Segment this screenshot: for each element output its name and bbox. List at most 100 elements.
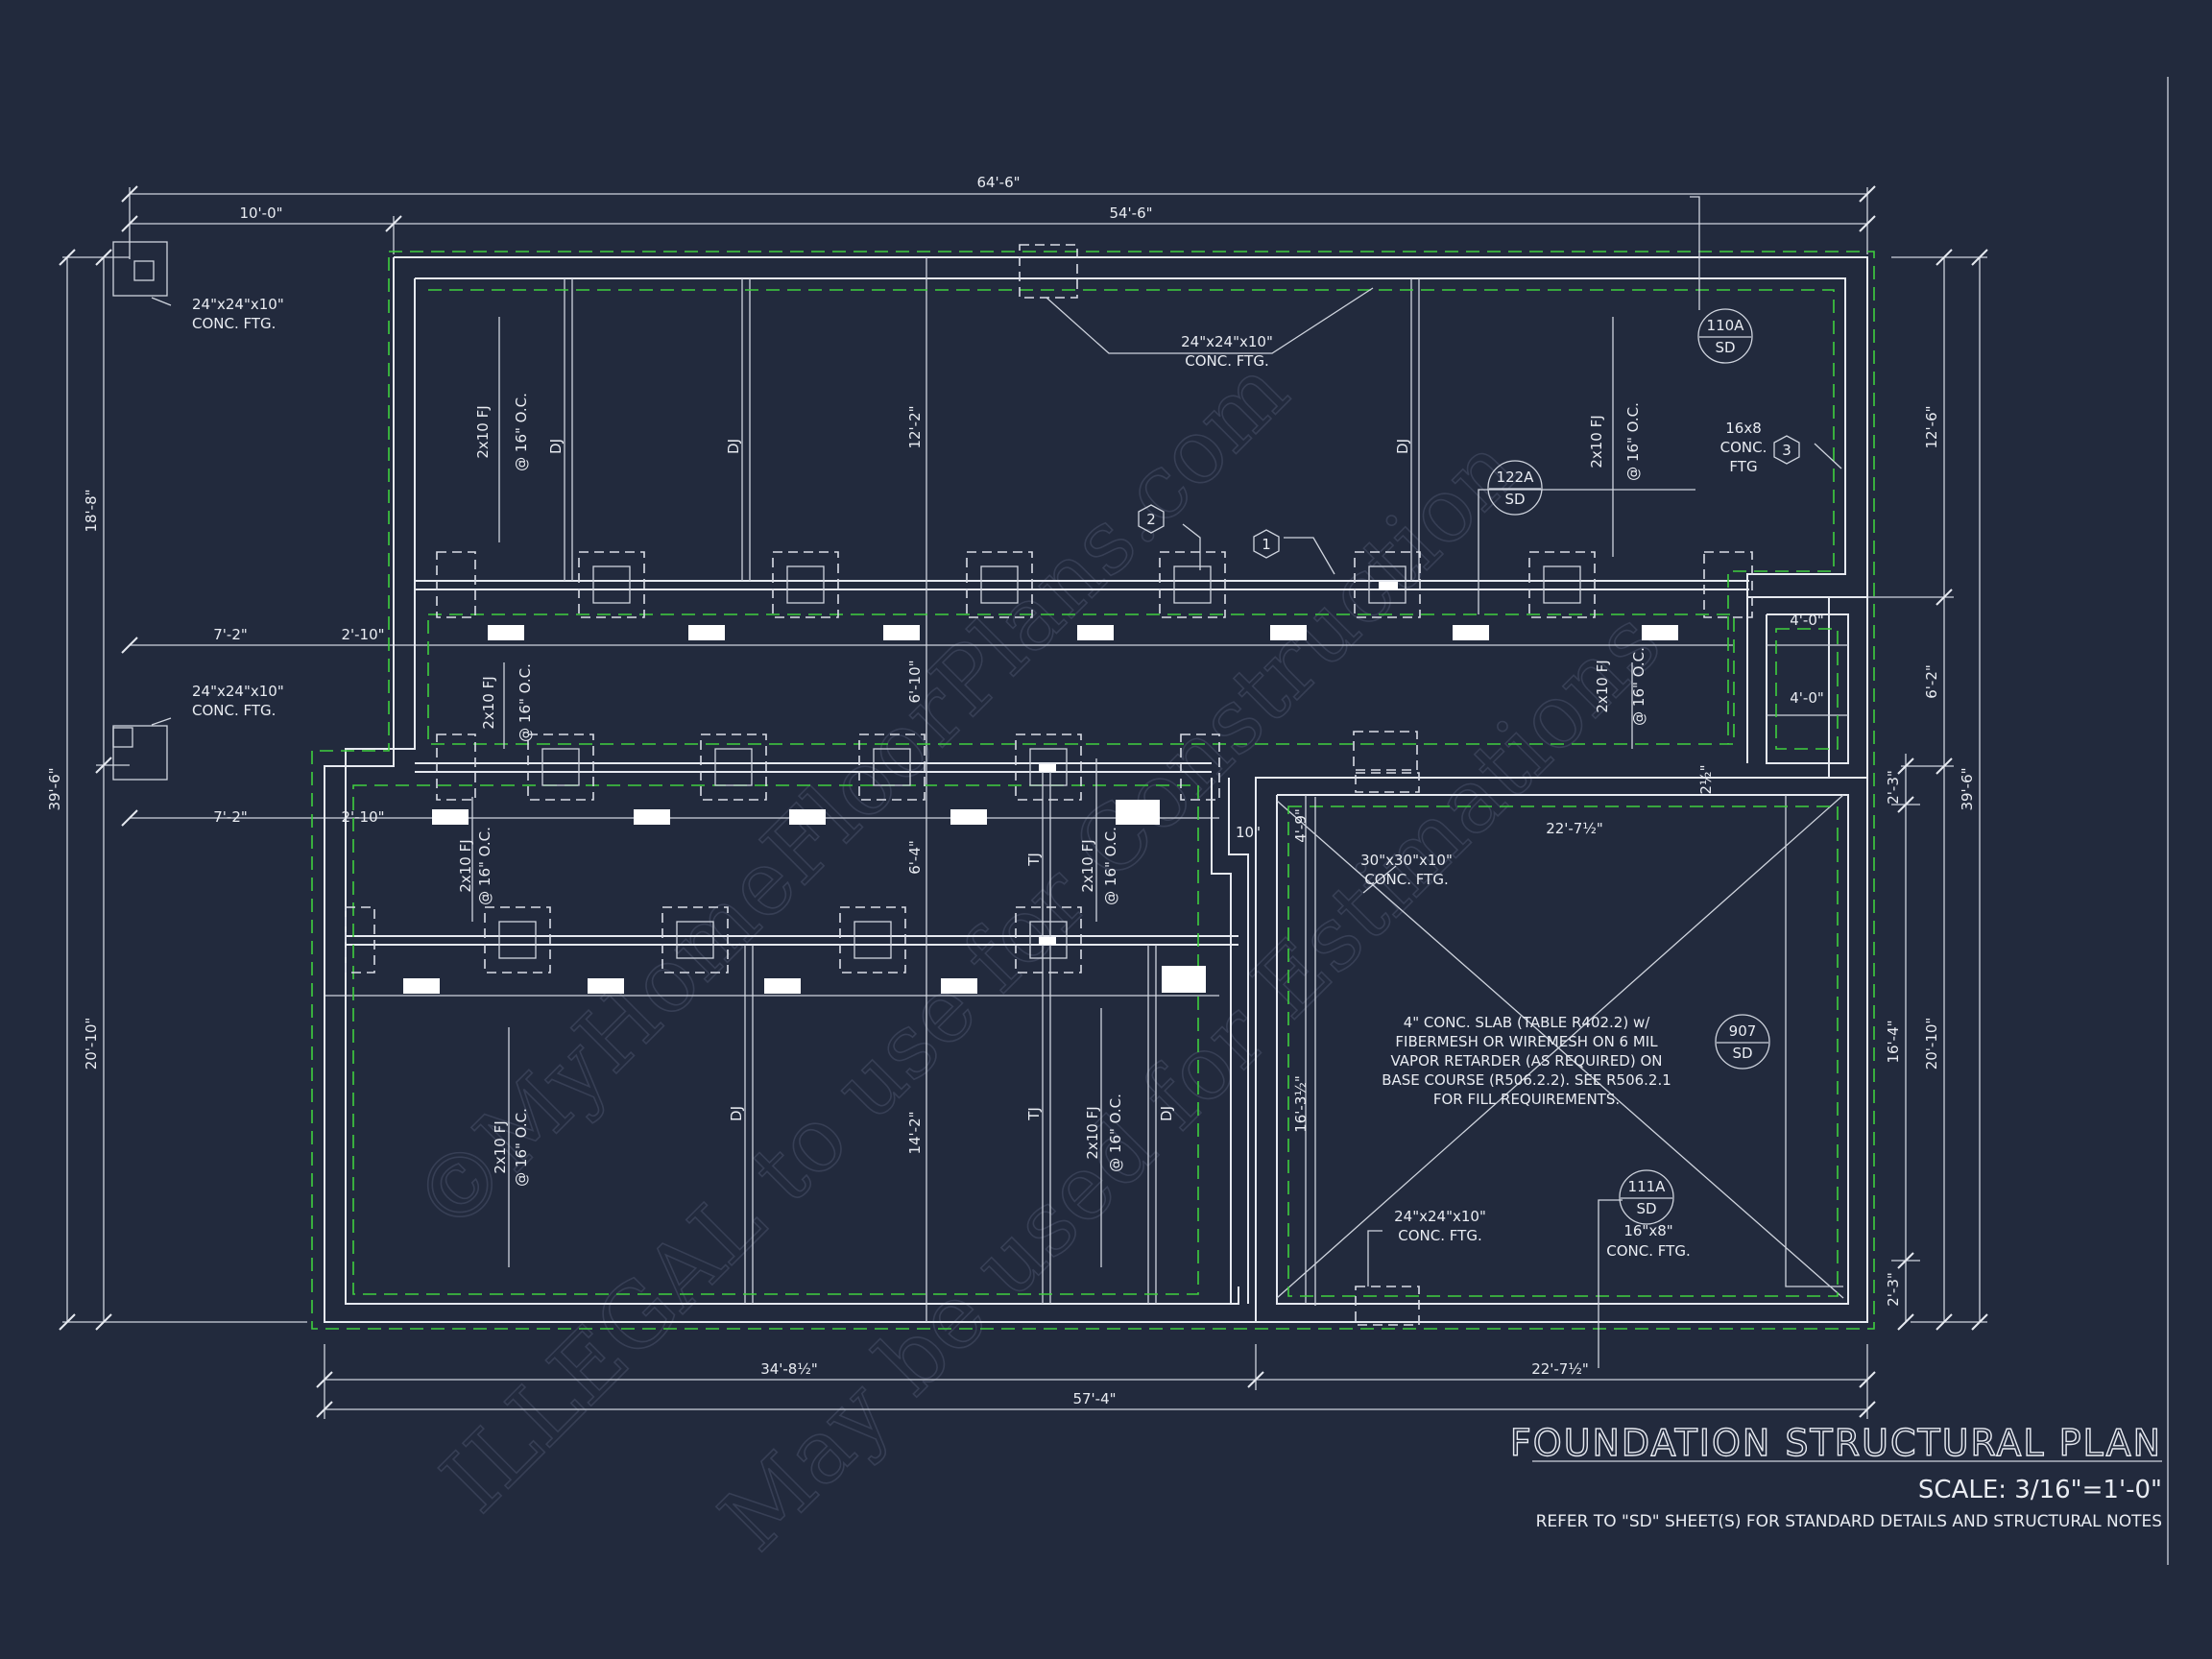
dim-row1-b: 2'-10" [341,626,384,643]
oc-label-3: @ 16" O.C. [517,663,534,742]
dim-right-mid: 6'-2" [1923,664,1940,699]
dim-garage-depth: 16'-3½" [1292,1075,1310,1133]
slab-note-4: BASE COURSE (R506.2.2). SEE R506.2.1 [1382,1071,1671,1089]
dim-left-upper: 18'-8" [83,489,100,532]
dim-right-small-top: 2'-3" [1885,770,1902,805]
dim-left-overall: 39'-6" [46,767,63,810]
svg-text:SD: SD [1636,1200,1656,1217]
oc-label-2: @ 16" O.C. [1624,402,1642,481]
ftg-label-3b: CONC. FTG. [1185,352,1268,370]
fj-label-8: 2x10 FJ [1084,1106,1101,1159]
dim-offset-2-5: 2½" [1697,765,1715,795]
dim-garage-width: 22'-7½" [1546,820,1603,837]
ftg-label-5: 24"x24"x10" [1394,1208,1486,1225]
slab-note-3: VAPOR RETARDER (AS REQUIRED) ON [1390,1052,1662,1070]
dj-label-2: DJ [725,439,742,454]
beam-tags [403,582,1678,994]
svg-text:SD: SD [1504,491,1525,508]
dj-label-4: DJ [728,1106,745,1121]
callout-110a: 110A SD [1697,308,1753,364]
footing-outlines [311,251,1875,1330]
dj-label-1: DJ [547,439,565,454]
sheet-title: FOUNDATION STRUCTURAL PLAN [1510,1422,2162,1464]
dim-bottom-left: 34'-8½" [760,1360,818,1378]
oc-label-4: @ 16" O.C. [1630,647,1647,726]
callout-111a: 111A SD [1619,1169,1674,1225]
dj-label-5: DJ [1158,1106,1175,1121]
dim-top-right: 54'-6" [1109,204,1152,222]
callout-122a: 122A SD [1487,460,1543,516]
ftg-label-3: 24"x24"x10" [1181,333,1273,350]
foundation-walls [324,256,1868,1323]
svg-text:1: 1 [1262,536,1271,553]
watermark: ©MyHomeFloorPlans.com ILLEGAL to use for… [393,339,1681,1572]
sheet-scale: SCALE: 3/16"=1'-0" [1918,1476,2162,1504]
dim-ht-12-2: 12'-2" [906,405,924,448]
slab-note-5: FOR FILL REQUIREMENTS. [1433,1091,1620,1108]
dim-right-lower: 20'-10" [1923,1018,1940,1070]
ftg-label-5b: CONC. FTG. [1398,1227,1481,1244]
ftg-label-1b: CONC. FTG. [192,315,276,332]
callouts: 110A SD 122A SD 907 SD 111A SD [1487,308,1770,1225]
ftg-label-7c: FTG [1729,458,1757,475]
dim-right-overall: 39'-6" [1959,767,1976,810]
ftg-label-4b: CONC. FTG. [1364,871,1448,888]
title-block: FOUNDATION STRUCTURAL PLAN SCALE: 3/16"=… [1509,1421,2162,1531]
dim-right-garage: 16'-4" [1885,1020,1902,1063]
svg-text:3: 3 [1782,442,1791,459]
dim-right-upper: 12'-6" [1923,405,1940,448]
fj-label-7: 2x10 FJ [492,1120,509,1173]
dj-label-3: DJ [1394,439,1411,454]
dim-overall-top: 64'-6" [976,174,1020,191]
dim-bay-a: 4'-0" [1790,612,1824,629]
ftg-label-7b: CONC. [1720,439,1767,456]
svg-text:SD: SD [1715,339,1735,356]
slab-note-2: FIBERMESH OR WIREMESH ON 6 MIL [1395,1033,1658,1050]
fj-label-3: 2x10 FJ [480,676,497,729]
fj-label-1: 2x10 FJ [474,405,492,458]
oc-label-7: @ 16" O.C. [513,1108,530,1187]
svg-text:2: 2 [1146,511,1156,528]
dim-top-left: 10'-0" [239,204,282,222]
dim-row1-a: 7'-2" [213,626,248,643]
fj-label-4: 2x10 FJ [1594,660,1611,712]
ftg-label-2b: CONC. FTG. [192,702,276,719]
oc-label-6: @ 16" O.C. [1102,827,1119,905]
oc-label-5: @ 16" O.C. [476,827,493,905]
dim-left-lower: 20'-10" [83,1018,100,1070]
span-arrows [471,317,1633,1306]
ftg-label-1: 24"x24"x10" [192,296,284,313]
labels: 24"x24"x10" CONC. FTG. 24"x24"x10" CONC.… [192,296,1767,1260]
slab-note-1: 4" CONC. SLAB (TABLE R402.2) w/ [1404,1014,1651,1031]
watermark-line-2: ILLEGAL to use for Construction [422,417,1537,1531]
ftg-label-6: 16"x8" [1623,1222,1672,1239]
dim-ht-6-10: 6'-10" [906,660,924,703]
svg-text:SD: SD [1732,1045,1752,1062]
svg-text:907: 907 [1729,1022,1757,1040]
hex-tags: 1 2 3 [1138,435,1800,559]
leader-lines [151,196,1842,1368]
tj-label-1: TJ [1025,853,1043,867]
ftg-label-2: 24"x24"x10" [192,683,284,700]
dim-bottom-overall: 57'-4" [1072,1390,1116,1407]
ftg-label-6b: CONC. FTG. [1606,1242,1690,1260]
svg-text:111A: 111A [1628,1178,1667,1195]
fj-label-6: 2x10 FJ [1079,839,1096,892]
dim-bottom-right: 22'-7½" [1531,1360,1589,1378]
dim-ht-6-4: 6'-4" [906,840,924,875]
dim-right-small-bottom: 2'-3" [1885,1272,1902,1307]
dimension-lines [59,185,1988,1419]
tj-label-2: TJ [1025,1107,1043,1121]
oc-label-1: @ 16" O.C. [513,393,530,471]
oc-label-8: @ 16" O.C. [1107,1094,1124,1172]
ftg-label-4: 30"x30"x10" [1360,852,1453,869]
svg-text:110A: 110A [1707,317,1745,334]
dim-ht-14-2: 14'-2" [906,1111,924,1154]
sheet-note: REFER TO "SD" SHEET(S) FOR STANDARD DETA… [1536,1512,2162,1531]
dim-bay-b: 4'-0" [1790,689,1824,707]
fj-label-2: 2x10 FJ [1588,415,1605,468]
dimension-text: 64'-6" 10'-0" 54'-6" 39'-6" 18'-8" 20'-1… [46,174,1976,1407]
ftg-label-7a: 16x8 [1725,420,1762,437]
callout-907: 907 SD [1715,1014,1770,1070]
